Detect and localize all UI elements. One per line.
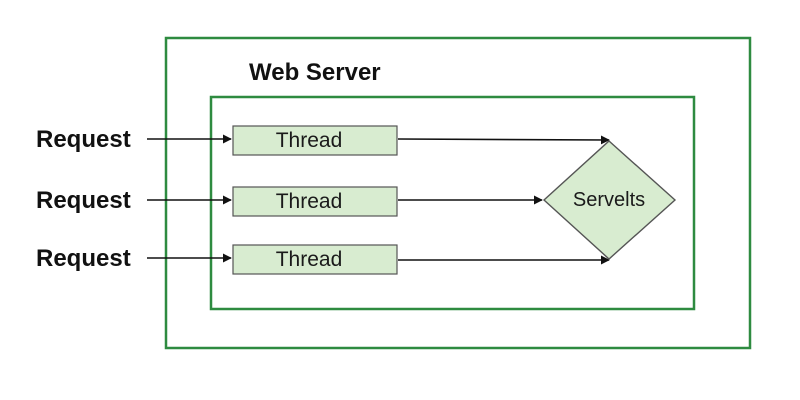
servlet-label: Servelts xyxy=(573,189,645,211)
request-label: Request xyxy=(36,187,131,214)
thread-box xyxy=(232,186,398,217)
thread-label: Thread xyxy=(276,190,343,213)
thread-label: Thread xyxy=(276,129,343,152)
thread-label: Thread xyxy=(276,248,343,271)
thread-box xyxy=(232,244,398,275)
request-label: Request xyxy=(36,245,131,272)
thread-pool-box xyxy=(209,95,696,311)
web-server-outer-box xyxy=(164,36,752,350)
web-server-title: Web Server xyxy=(249,59,381,86)
thread-box xyxy=(232,125,398,156)
thread-to-servlet-arrow xyxy=(397,135,610,145)
servlet-diamond xyxy=(542,140,677,260)
request-label: Request xyxy=(36,126,131,153)
